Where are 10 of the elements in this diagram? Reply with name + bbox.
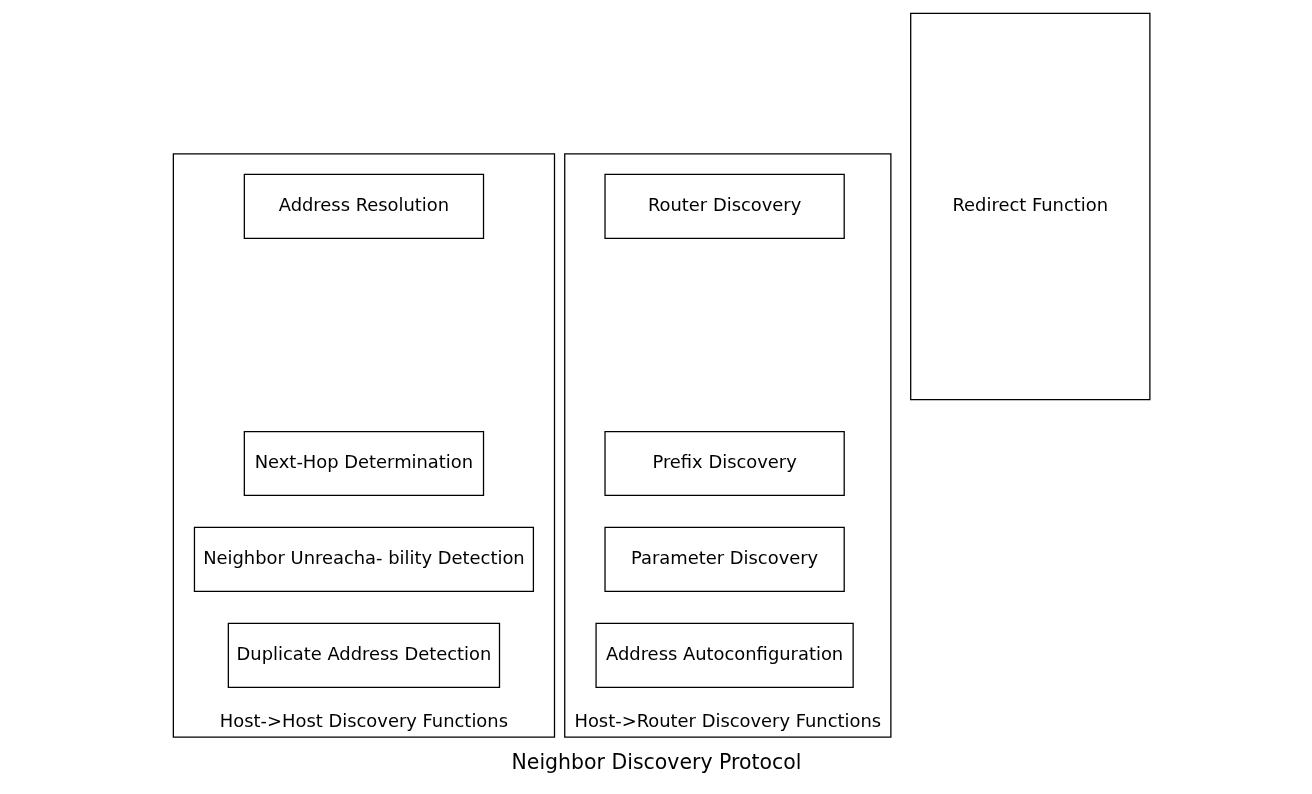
node-box: Address Resolution	[243, 173, 484, 240]
node-box: Prefix Discovery	[603, 430, 845, 497]
node-box: Next-Hop Determination	[243, 430, 484, 497]
caption: Neighbor Discovery Protocol	[511, 749, 801, 774]
node-box: Parameter Discovery	[603, 526, 845, 593]
node-box: Router Discovery	[603, 173, 845, 240]
node-box: Duplicate Address Detection	[227, 622, 500, 688]
node-box: Neighbor Unreacha- bility Detection	[193, 526, 534, 593]
node-box: Address Autoconfiguration	[594, 622, 854, 688]
node-box: Redirect Function	[909, 12, 1151, 401]
